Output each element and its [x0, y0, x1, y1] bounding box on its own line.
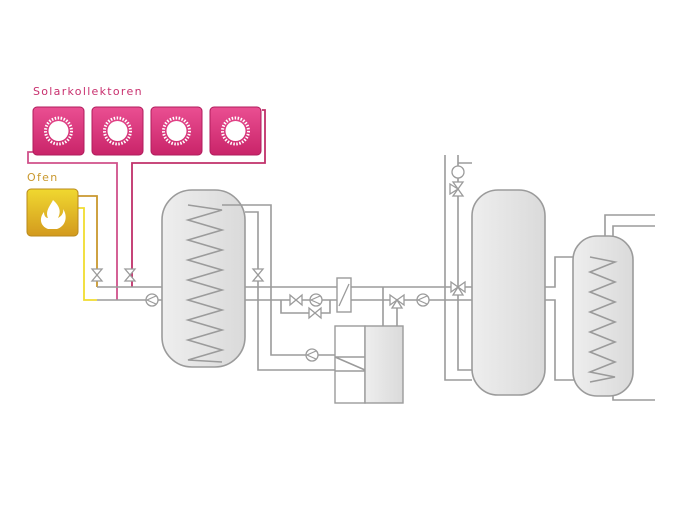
- pump-icon: [309, 293, 323, 307]
- valve-icon: [289, 294, 303, 306]
- valve-icon: [252, 268, 264, 282]
- pump-icon: [305, 348, 319, 362]
- valve-icon: [91, 268, 103, 282]
- solar-return-pipe: [27, 151, 118, 300]
- tank-1-coil: [185, 204, 225, 363]
- solar-collector: [91, 106, 144, 156]
- valve-icon: [308, 307, 322, 319]
- tank-3-coil: [587, 256, 618, 383]
- solar-collector: [150, 106, 203, 156]
- valve-icon: [124, 268, 136, 282]
- flame-icon: [40, 200, 66, 229]
- pump-icon: [145, 293, 159, 307]
- oven-flow-pipe: [78, 195, 98, 287]
- main-return-line: [97, 299, 590, 381]
- hot-water-tank: [572, 235, 634, 397]
- solar-flow-pipe: [131, 109, 266, 287]
- pump-icon: [416, 293, 430, 307]
- solar-collector: [32, 106, 85, 156]
- heat-generator-box: [334, 287, 404, 404]
- oven-return-pipe: [78, 207, 97, 301]
- buffer-tank-1: [161, 189, 246, 368]
- bypass-line: [280, 300, 331, 314]
- three-way-valve-icon: [449, 181, 464, 197]
- pump-icon: [451, 165, 465, 179]
- tank-1-pipes: [222, 204, 335, 371]
- oven-box: [26, 188, 79, 237]
- oven-label: Ofen: [27, 171, 59, 184]
- three-way-valve-icon: [389, 294, 405, 309]
- buffer-tank-2: [471, 189, 546, 396]
- solar-collectors-label: Solarkollektoren: [33, 85, 143, 98]
- tank-2-pipes: [444, 155, 472, 381]
- heat-exchanger: [336, 277, 352, 313]
- solar-collector: [209, 106, 262, 156]
